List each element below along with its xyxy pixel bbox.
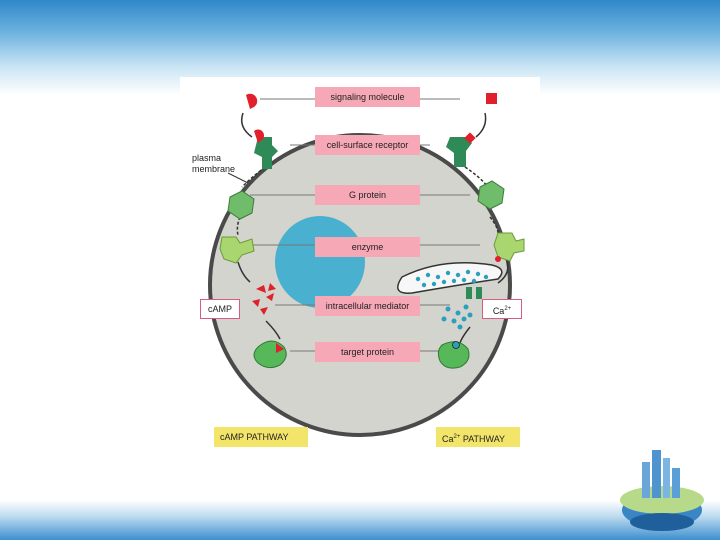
calcium-charge: 2+	[504, 306, 512, 312]
cell-diagram-graphic	[208, 93, 525, 437]
signal-molecule-right-icon	[486, 93, 497, 104]
receptor-right-icon	[446, 132, 476, 167]
ca-pathway-suffix: PATHWAY	[460, 434, 506, 444]
label-cell-surface-receptor: cell-surface receptor	[315, 135, 420, 155]
footer-gradient-band	[0, 500, 720, 540]
arrow	[459, 326, 471, 344]
target-protein-right-icon	[437, 341, 470, 369]
camp-molecules-icon	[252, 283, 276, 315]
g-protein-left-icon	[227, 190, 255, 220]
arrow	[497, 258, 509, 284]
label-plasma-membrane: plasma membrane	[192, 153, 235, 175]
label-calcium: Ca2+	[482, 299, 522, 319]
receptor-left-icon	[254, 129, 278, 169]
plasma-membrane-line2: membrane	[192, 164, 236, 174]
arrow	[464, 166, 489, 188]
membrane-pointer-line	[227, 172, 249, 184]
ca-pathway-charge: 2+	[453, 434, 461, 440]
g-protein-right-icon	[477, 180, 505, 210]
enzyme-right-icon	[493, 232, 525, 262]
label-intracellular-mediator: intracellular mediator	[315, 296, 420, 316]
target-protein-left-icon	[253, 340, 287, 369]
label-camp: cAMP	[200, 299, 240, 319]
arrow	[489, 216, 499, 234]
label-camp-pathway: cAMP PATHWAY	[214, 427, 308, 447]
nucleus	[275, 216, 365, 308]
label-g-protein: G protein	[315, 185, 420, 205]
ip3-molecule-icon	[495, 256, 501, 262]
calcium-ions-icon	[415, 269, 489, 330]
ip3-channel-icon	[466, 287, 482, 299]
label-target-protein: target protein	[315, 342, 420, 362]
arrow	[240, 112, 253, 138]
label-signaling-molecule: signaling molecule	[315, 87, 420, 107]
plasma-membrane-line1: plasma	[192, 153, 222, 163]
enzyme-left-icon	[219, 236, 255, 264]
arrow	[475, 112, 487, 138]
label-calcium-pathway: Ca2+ PATHWAY	[436, 427, 520, 447]
calcium-symbol: Ca	[492, 306, 505, 316]
arrow	[265, 320, 281, 340]
signal-molecule-left-icon	[246, 93, 258, 109]
cell-body	[208, 133, 512, 437]
label-enzyme: enzyme	[315, 237, 420, 257]
cell-signaling-figure: signaling molecule cell-surface receptor…	[180, 77, 540, 452]
arrow	[237, 261, 251, 283]
ca-pathway-symbol: Ca	[442, 434, 454, 444]
globe-city-icon	[620, 450, 704, 531]
